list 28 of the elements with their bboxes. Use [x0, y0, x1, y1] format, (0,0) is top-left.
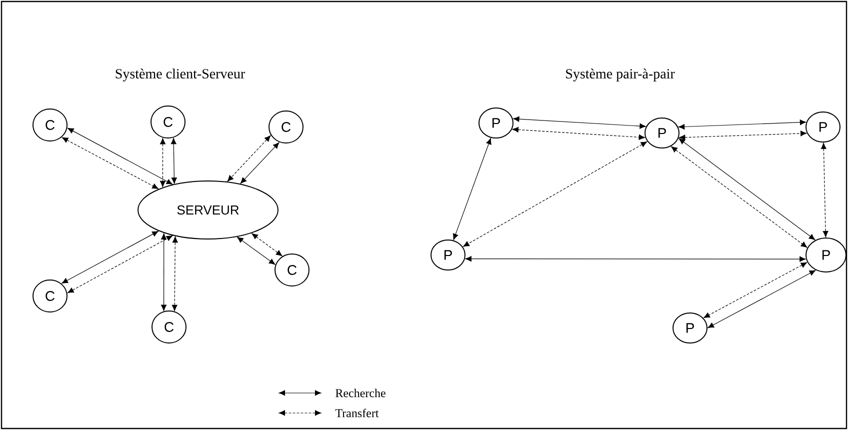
- dashed-double-arrow: [512, 126, 646, 140]
- double-arrow: [678, 120, 806, 130]
- section-heading: Système pair-à-pair: [566, 68, 675, 82]
- dashed-double-arrow: [160, 138, 166, 188]
- dashed-double-arrow: [671, 146, 808, 248]
- dashed-double-arrow: [227, 135, 271, 182]
- legend-label: Transfert: [335, 408, 379, 418]
- dashed-double-arrow: [463, 141, 648, 247]
- double-arrow: [67, 128, 173, 185]
- dashed-double-arrow: [678, 130, 807, 140]
- double-arrow: [240, 142, 280, 184]
- double-arrow: [678, 138, 816, 240]
- double-arrow: [170, 138, 177, 184]
- legend-label: Recherche: [336, 388, 386, 398]
- double-arrow: [465, 256, 806, 262]
- dashed-double-arrow: [252, 233, 282, 256]
- double-arrow: [452, 138, 492, 240]
- dashed-double-arrow: [67, 235, 173, 294]
- section-heading: Système client-Serveur: [116, 68, 246, 82]
- dashed-double-arrow: [704, 262, 808, 318]
- double-arrow: [62, 230, 158, 284]
- dashed-double-arrow: [172, 236, 178, 312]
- double-arrow: [237, 236, 276, 265]
- double-arrow: [513, 116, 646, 129]
- dashed-double-arrow: [820, 142, 828, 238]
- double-arrow: [161, 233, 167, 311]
- double-arrow: [708, 270, 816, 328]
- dashed-double-arrow: [62, 137, 158, 190]
